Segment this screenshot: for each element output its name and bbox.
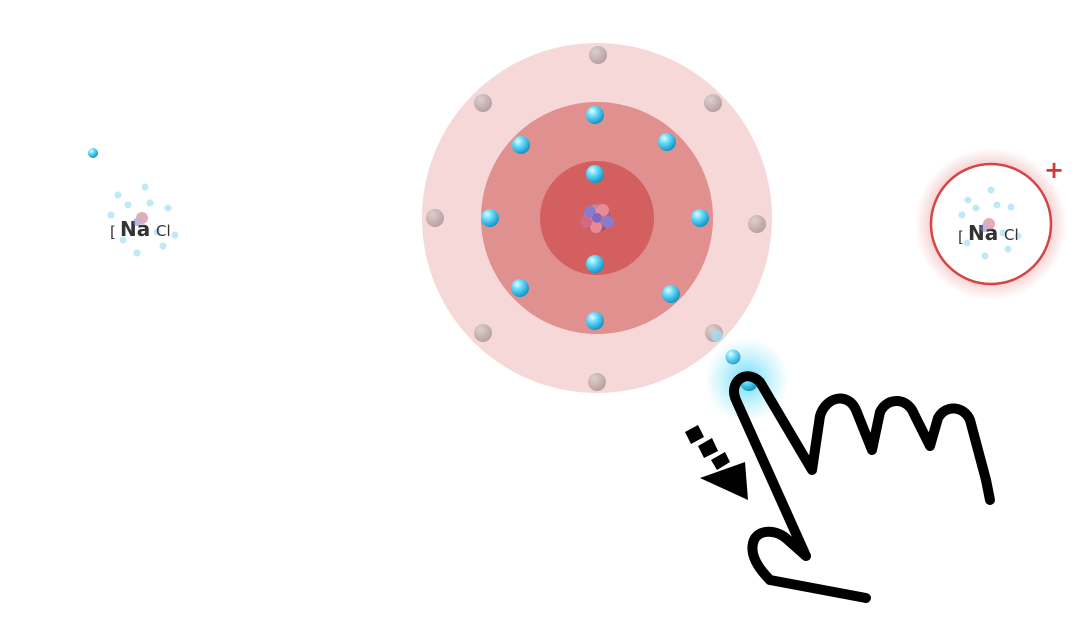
electron[interactable] bbox=[511, 279, 529, 297]
neutral-atom-thumbnail[interactable]: [ Na Cl bbox=[88, 148, 179, 257]
hand-pointer-icon bbox=[729, 371, 995, 603]
main-atom bbox=[422, 43, 772, 393]
empty-electron-slot bbox=[748, 215, 766, 233]
middle-shell-electrons bbox=[481, 106, 709, 330]
neutral-bracket-left: [ bbox=[110, 223, 116, 241]
neutral-bracket-right: Cl bbox=[156, 222, 171, 240]
swipe-gesture bbox=[685, 330, 995, 603]
inner-shell-electrons bbox=[586, 165, 604, 273]
electron[interactable] bbox=[586, 255, 604, 273]
stray-electron bbox=[88, 148, 98, 158]
ion-bracket-left: [ bbox=[958, 228, 964, 246]
outer-shell-slots bbox=[426, 46, 766, 391]
ion-charge-sign: + bbox=[1044, 156, 1064, 184]
electron[interactable] bbox=[586, 106, 604, 124]
empty-electron-slot bbox=[588, 373, 606, 391]
electron[interactable] bbox=[586, 165, 604, 183]
electron[interactable] bbox=[658, 133, 676, 151]
neutral-atom-nucleus bbox=[133, 212, 148, 226]
electron[interactable] bbox=[662, 285, 680, 303]
empty-electron-slot bbox=[704, 94, 722, 112]
electron[interactable] bbox=[586, 312, 604, 330]
electron[interactable] bbox=[691, 209, 709, 227]
nucleus bbox=[580, 204, 614, 233]
electron[interactable] bbox=[481, 209, 499, 227]
empty-electron-slot bbox=[426, 209, 444, 227]
arrow-down-right-icon bbox=[685, 425, 748, 500]
dragged-electron-trail bbox=[725, 349, 741, 365]
empty-electron-slot bbox=[589, 46, 607, 64]
ion-electron-cloud bbox=[958, 186, 1022, 260]
ion-bracket-right: Cl bbox=[1004, 226, 1019, 244]
ion-nucleus bbox=[980, 218, 995, 232]
dragged-electron-trail bbox=[711, 330, 723, 342]
neutral-atom-electron-cloud bbox=[107, 183, 179, 257]
ion-atom-thumbnail[interactable]: [ Na Cl + bbox=[915, 148, 1067, 300]
electron[interactable] bbox=[512, 136, 530, 154]
empty-electron-slot bbox=[474, 94, 492, 112]
empty-electron-slot bbox=[474, 324, 492, 342]
